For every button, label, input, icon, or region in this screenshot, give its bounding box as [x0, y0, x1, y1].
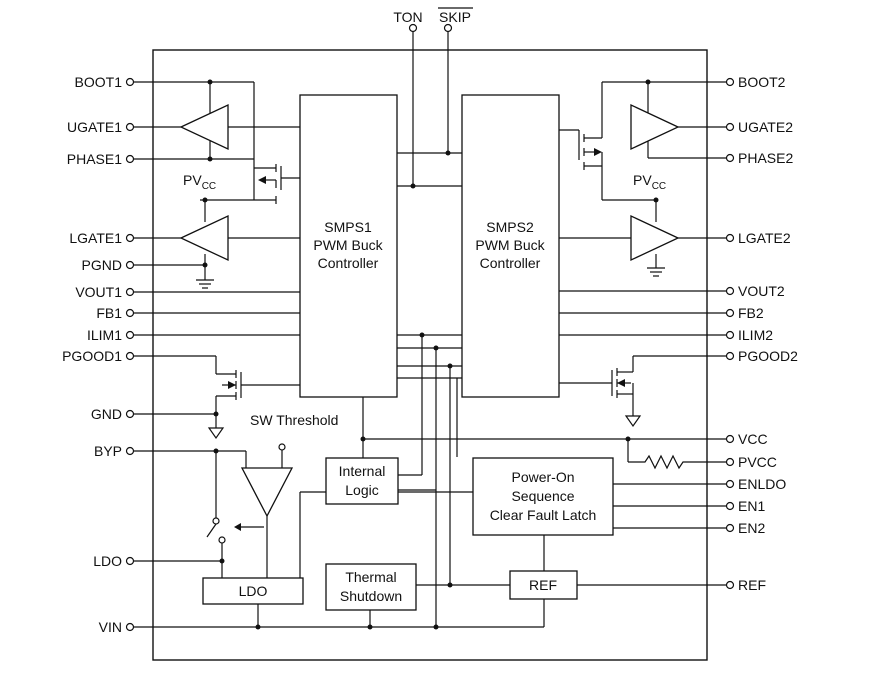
svg-text:VIN: VIN [99, 619, 122, 635]
boot-switch-fet-2 [559, 82, 659, 203]
svg-text:PGOOD1: PGOOD1 [62, 348, 122, 364]
svg-text:PGOOD2: PGOOD2 [738, 348, 798, 364]
svg-text:LDO: LDO [239, 583, 268, 599]
pin-ugate2: UGATE2 [678, 119, 793, 135]
pvcc-right-label: PVCC [633, 172, 666, 222]
pin-gnd: GND [91, 406, 216, 422]
pin-pgood1: PGOOD1 [62, 348, 216, 364]
ugate1-driver [179, 82, 300, 158]
svg-text:PVCC: PVCC [738, 454, 777, 470]
power-on-sequence-block: Power-On Sequence Clear Fault Latch [472, 457, 614, 571]
sw-threshold-label: SW Threshold [250, 412, 338, 428]
smps2-block: SMPS2 PWM Buck Controller [461, 94, 560, 398]
svg-text:SMPS1: SMPS1 [324, 219, 372, 235]
svg-text:Sequence: Sequence [511, 488, 574, 504]
svg-text:UGATE1: UGATE1 [67, 119, 122, 135]
svg-text:Logic: Logic [345, 482, 378, 498]
svg-text:Controller: Controller [318, 255, 379, 271]
svg-text:PWM Buck: PWM Buck [475, 237, 545, 253]
svg-text:Power-On: Power-On [511, 469, 574, 485]
internal-logic-block: Internal Logic [325, 335, 628, 505]
pin-ilim2: ILIM2 [559, 327, 773, 343]
svg-text:FB2: FB2 [738, 305, 764, 321]
ldo-switch [206, 517, 264, 578]
svg-text:SMPS2: SMPS2 [486, 219, 534, 235]
pin-ref: REF [725, 577, 766, 593]
svg-text:VOUT2: VOUT2 [738, 283, 785, 299]
svg-text:BOOT2: BOOT2 [738, 74, 786, 90]
pgood1-fet [207, 356, 300, 440]
inter-controller-bus [397, 332, 462, 627]
smps1-block: SMPS1 PWM Buck Controller [299, 94, 398, 398]
pin-phase2: PHASE2 [725, 150, 793, 166]
pin-fb1: FB1 [96, 305, 300, 321]
lgate1-driver [179, 214, 300, 289]
pin-en2: EN2 [613, 520, 765, 536]
svg-text:PHASE2: PHASE2 [738, 150, 793, 166]
svg-text:ILIM2: ILIM2 [738, 327, 773, 343]
pin-vin: VIN [99, 599, 545, 635]
svg-text:PWM Buck: PWM Buck [313, 237, 383, 253]
pin-phase1: PHASE1 [67, 151, 254, 167]
svg-text:PVCC: PVCC [633, 172, 666, 192]
svg-text:LGATE2: LGATE2 [738, 230, 791, 246]
pin-boot2: BOOT2 [602, 74, 786, 90]
svg-text:Shutdown: Shutdown [340, 588, 402, 604]
svg-text:EN2: EN2 [738, 520, 765, 536]
pin-vout2: VOUT2 [559, 283, 785, 299]
svg-text:REF: REF [738, 577, 766, 593]
boot-switch-fet-1 [253, 82, 300, 204]
svg-text:FB1: FB1 [96, 305, 122, 321]
pin-vcc: VCC [625, 431, 768, 462]
svg-text:GND: GND [91, 406, 122, 422]
pin-lgate2: LGATE2 [678, 230, 791, 246]
pvcc-left-label: PVCC [183, 172, 254, 222]
svg-text:REF: REF [529, 577, 557, 593]
pin-pgnd: PGND [82, 257, 205, 273]
svg-text:Thermal: Thermal [345, 569, 396, 585]
svg-text:ILIM1: ILIM1 [87, 327, 122, 343]
svg-text:PVCC: PVCC [183, 172, 216, 192]
pin-pvcc: PVCC [628, 454, 777, 470]
pin-fb2: FB2 [559, 305, 764, 321]
pin-ilim1: ILIM1 [87, 327, 300, 343]
pin-byp: BYP [94, 443, 247, 518]
sw-threshold-comparator: SW Threshold [240, 412, 338, 578]
svg-text:VOUT1: VOUT1 [75, 284, 122, 300]
svg-text:LGATE1: LGATE1 [69, 230, 122, 246]
chip-outline [152, 49, 708, 661]
lgate2-driver [559, 214, 680, 277]
svg-text:PHASE1: PHASE1 [67, 151, 122, 167]
ugate2-driver [630, 82, 726, 159]
svg-text:PGND: PGND [82, 257, 122, 273]
pin-skip: SKIP [438, 7, 473, 153]
pin-label-skip: SKIP [439, 9, 471, 25]
svg-text:Internal: Internal [339, 463, 386, 479]
pin-pgood2: PGOOD2 [633, 348, 798, 364]
pin-enldo: ENLDO [613, 476, 786, 492]
svg-text:Clear Fault Latch: Clear Fault Latch [490, 507, 597, 523]
pin-vout1: VOUT1 [75, 284, 300, 300]
svg-text:EN1: EN1 [738, 498, 765, 514]
svg-text:VCC: VCC [738, 431, 768, 447]
ldo-block: LDO [202, 491, 473, 627]
pin-en1: EN1 [613, 498, 765, 514]
thermal-shutdown-block: Thermal Shutdown [325, 563, 510, 627]
pgood2-fet [559, 356, 642, 428]
ref-block: REF [509, 570, 726, 600]
pin-ugate1: UGATE1 [67, 119, 181, 135]
svg-text:Controller: Controller [480, 255, 541, 271]
svg-text:BOOT1: BOOT1 [75, 74, 123, 90]
pin-ldo: LDO [93, 553, 225, 569]
pin-boot1: BOOT1 [75, 74, 254, 90]
pin-label-ton: TON [393, 9, 422, 25]
svg-text:ENLDO: ENLDO [738, 476, 786, 492]
svg-text:UGATE2: UGATE2 [738, 119, 793, 135]
pin-lgate1: LGATE1 [69, 230, 181, 246]
pin-ton: TON [393, 9, 423, 186]
svg-text:LDO: LDO [93, 553, 122, 569]
svg-text:BYP: BYP [94, 443, 122, 459]
